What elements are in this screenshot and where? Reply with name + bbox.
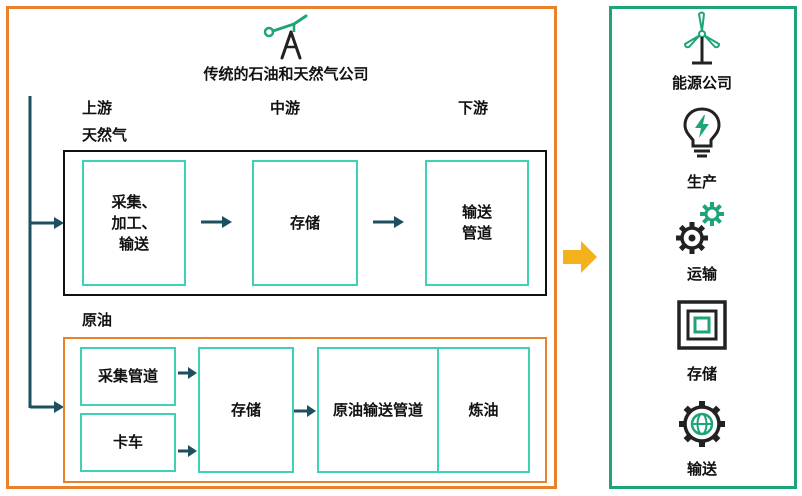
energy-item-label-transport: 运输 [686,265,717,283]
oil-chain-frame [63,337,547,483]
energy-item-label-delivery: 输送 [686,460,717,478]
gears-icon [672,196,732,260]
oil-derrick-icon [260,10,312,62]
oil-section-label: 原油 [82,311,113,329]
oil-transport-pipeline-label: 原油输送管道 [332,400,423,419]
gas-transport-box: 输送 管道 [425,160,529,286]
oil-pipeline-box: 采集管道 [80,347,176,406]
gas-section-label: 天然气 [82,126,128,144]
storage-box-icon [677,300,727,350]
oil-downstream-box [317,347,530,473]
gas-arrow-1 [201,215,233,229]
stage-downstream: 下游 [458,99,489,117]
lightbulb-bolt-icon [682,106,722,160]
oil-storage-box: 存储 [198,347,294,473]
oil-downstream-divider [437,349,439,471]
oil-arrow-pipeline [178,366,198,380]
oil-truck-box: 卡车 [80,413,176,472]
wind-turbine-icon [680,10,724,66]
globe-gear-icon [677,398,727,450]
gas-storage-box: 存储 [252,160,358,286]
energy-company-title: 能源公司 [671,74,732,92]
gas-chain-frame [63,150,547,296]
oil-refining-label: 炼油 [468,400,499,419]
stage-upstream: 上游 [82,99,113,117]
energy-company-frame [609,6,797,489]
energy-item-label-storage: 存储 [686,365,717,383]
traditional-company-frame [6,6,557,489]
oil-arrow-2 [294,404,318,418]
gas-collect-box: 采集、 加工、 输送 [82,160,186,286]
stage-midstream: 中游 [270,99,301,117]
transition-arrow-icon [563,241,599,273]
energy-item-label-production: 生产 [686,173,717,191]
feed-connector [20,96,66,416]
gas-arrow-2 [373,215,405,229]
oil-arrow-truck [178,444,198,458]
traditional-company-title: 传统的石油和天然气公司 [203,65,369,83]
